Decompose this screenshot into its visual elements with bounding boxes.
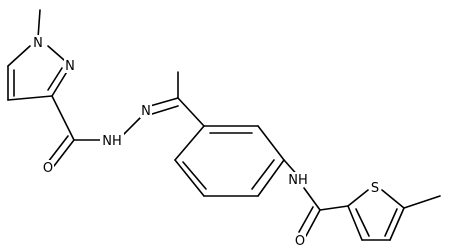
bond-amide-o [305,209,321,237]
bond-n2-n1 [47,45,65,61]
bond-ar4-ar5-inner [251,159,275,190]
bond-c2-s [347,189,369,207]
bond-n1-methyl [37,9,41,39]
bond-s-c5 [381,189,405,209]
bond-c3-carbonyl [51,95,75,141]
bond-c3t-c2 [347,205,363,241]
bond-ar2-ar3-inner [182,161,207,190]
hydrazide-nh-label: NH [102,134,122,149]
bond-c5-c4t-inner [384,208,398,237]
thiophene-s-label: S [371,181,379,196]
hydrazide-o-label: O [43,161,53,176]
bond-n-c-imine-double [151,105,179,115]
pyrazole-n2-label: N [65,59,75,74]
bond-c3-n2 [51,69,69,97]
pyrazole-n1-label: N [33,36,43,51]
bond-amide-thiophene [319,205,349,211]
amide-nh-label: NH [288,173,308,188]
atom-labels: N N O NH N NH O S [32,35,381,249]
bond-ar2-ar3 [174,159,205,197]
bond-n1-c5 [7,45,31,67]
bond-ar5-ar6 [257,125,285,161]
bond-n-c-imine [149,97,179,107]
bond-nh-amide [303,187,321,211]
bond-ar1-ar2 [174,125,205,161]
bond-c3t-c2-inner [355,208,370,237]
bond-c4-c3 [7,95,53,101]
amide-o-label: O [295,234,305,249]
bond-c5-methyl [403,195,441,209]
bond-imine-benzene [177,97,205,127]
bond-amide-o-double [298,206,314,233]
bond-c5-c4t [389,207,405,241]
bond-c3-n2-double [47,67,63,91]
bond-ar4-ar5 [257,159,285,197]
bonds [7,9,441,241]
bond-nh-n [123,117,141,135]
hydrazone-n-label: N [141,104,151,119]
bond-carbonyl-o-double [47,135,69,163]
bond-carbonyl-o [53,139,75,167]
